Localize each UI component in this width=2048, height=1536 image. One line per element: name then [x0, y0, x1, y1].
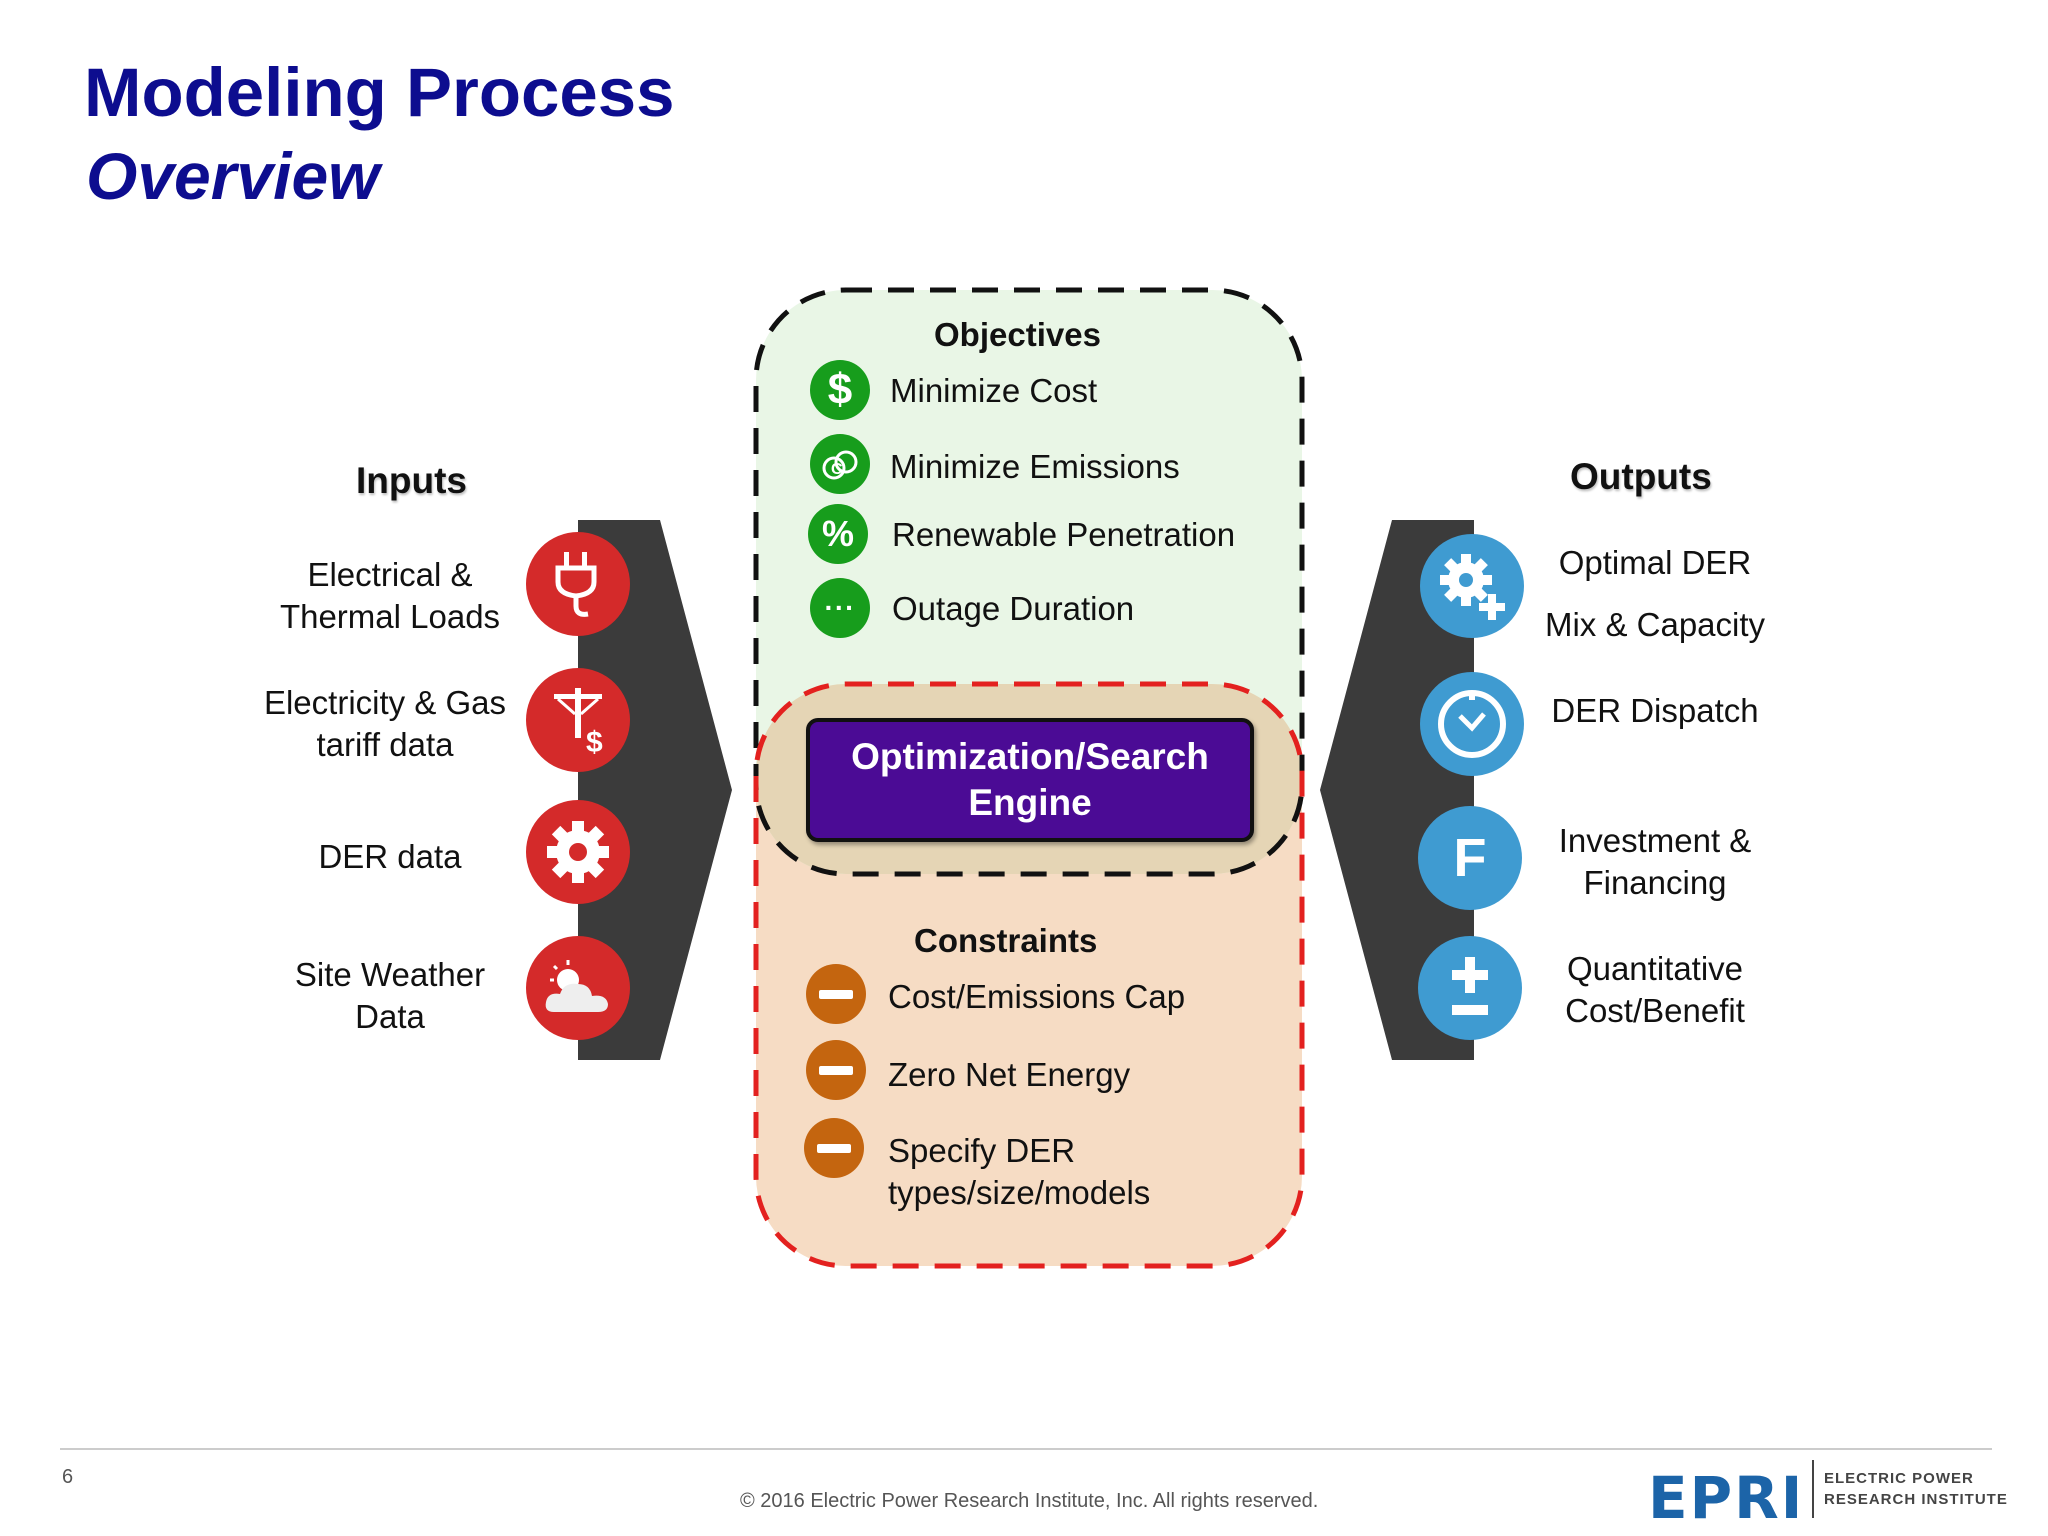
svg-text:C: C [831, 461, 843, 478]
objective-label-cost: Minimize Cost [890, 372, 1098, 409]
minus-icon [806, 1040, 866, 1100]
epri-logo: EPRI [1648, 1464, 1805, 1532]
gear-icon [526, 800, 630, 904]
input-label-loads: Electrical &Thermal Loads [279, 556, 501, 635]
page-number: 6 [62, 1466, 74, 1488]
svg-text:$: $ [586, 726, 603, 756]
logo-divider [1812, 1460, 1814, 1518]
plug-icon [526, 532, 630, 636]
inputs-arrow-bar [578, 520, 732, 1060]
constraint-label-cap: Cost/Emissions Cap [888, 978, 1186, 1015]
dollar-icon: $ [810, 360, 870, 420]
page-title: Modeling Process [84, 54, 675, 131]
outputs-heading: Outputs [1570, 456, 1712, 497]
inputs-heading: Inputs [356, 460, 467, 501]
output-label-optimal-der: Optimal DER [1558, 544, 1752, 581]
clock-icon [1420, 672, 1524, 776]
gear-plus-icon [1420, 534, 1524, 638]
emissions-icon: C [810, 434, 870, 494]
utility-pole-dollar-icon: $ [526, 668, 630, 772]
outputs-arrow-bar [1320, 520, 1474, 1060]
minus-icon [804, 1118, 864, 1178]
objective-label-emissions: Minimize Emissions [890, 448, 1180, 485]
objectives-heading: Objectives [934, 316, 1101, 353]
finance-f-icon: F [1418, 806, 1522, 910]
constraint-label-zne: Zero Net Energy [888, 1056, 1131, 1093]
constraints-heading: Constraints [914, 922, 1098, 959]
ellipsis-icon: ··· [810, 578, 870, 638]
output-label-mix-capacity: Mix & Capacity [1544, 606, 1766, 643]
weather-cloud-sun-icon [526, 936, 630, 1040]
percent-icon: % [808, 504, 868, 564]
output-label-dispatch: DER Dispatch [1551, 692, 1759, 729]
objective-label-outage: Outage Duration [892, 590, 1135, 627]
output-label-investment: Investment &Financing [1558, 822, 1752, 901]
minus-icon [806, 964, 866, 1024]
copyright-text: © 2016 Electric Power Research Institute… [740, 1490, 1319, 1512]
objective-label-renewable: Renewable Penetration [892, 516, 1236, 553]
footer-divider [60, 1448, 1992, 1450]
page-subtitle: Overview [86, 139, 380, 213]
input-label-der: DER data [318, 838, 462, 875]
plus-minus-icon [1418, 936, 1522, 1040]
